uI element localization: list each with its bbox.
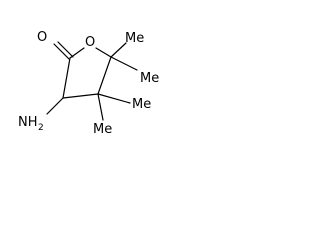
bond-c4-c3 bbox=[62, 93, 99, 99]
bond-c5-me-right bbox=[110, 56, 138, 71]
structure-diagram: O O NH 2 Me Me Me Me bbox=[0, 0, 205, 159]
bond-o1-c5 bbox=[95, 47, 112, 58]
carbonyl-oxygen-label: O bbox=[37, 30, 47, 45]
amine-label: NH bbox=[18, 115, 38, 130]
bond-c4-me-right bbox=[97, 93, 131, 104]
bond-carbonyl-2 bbox=[57, 41, 74, 58]
bond-c5-me-upper bbox=[110, 42, 127, 58]
methyl-c4-right-label: Me bbox=[132, 97, 151, 112]
ring-oxygen-label: O bbox=[85, 35, 95, 50]
bond-carbonyl-1 bbox=[53, 43, 70, 60]
molecule-drawing: O O NH 2 Me Me Me Me bbox=[18, 30, 159, 137]
bond-c5-c4 bbox=[97, 56, 112, 95]
bond-c4-me-lower bbox=[97, 93, 104, 121]
bond-c3-n bbox=[46, 97, 64, 115]
methyl-c4-lower-label: Me bbox=[93, 122, 112, 137]
methyl-c5-right-label: Me bbox=[140, 71, 159, 86]
bond-c2-o1 bbox=[69, 47, 85, 59]
bond-c3-c2 bbox=[62, 57, 71, 99]
amine-subscript: 2 bbox=[38, 123, 44, 133]
methyl-c5-upper-label: Me bbox=[125, 31, 144, 46]
